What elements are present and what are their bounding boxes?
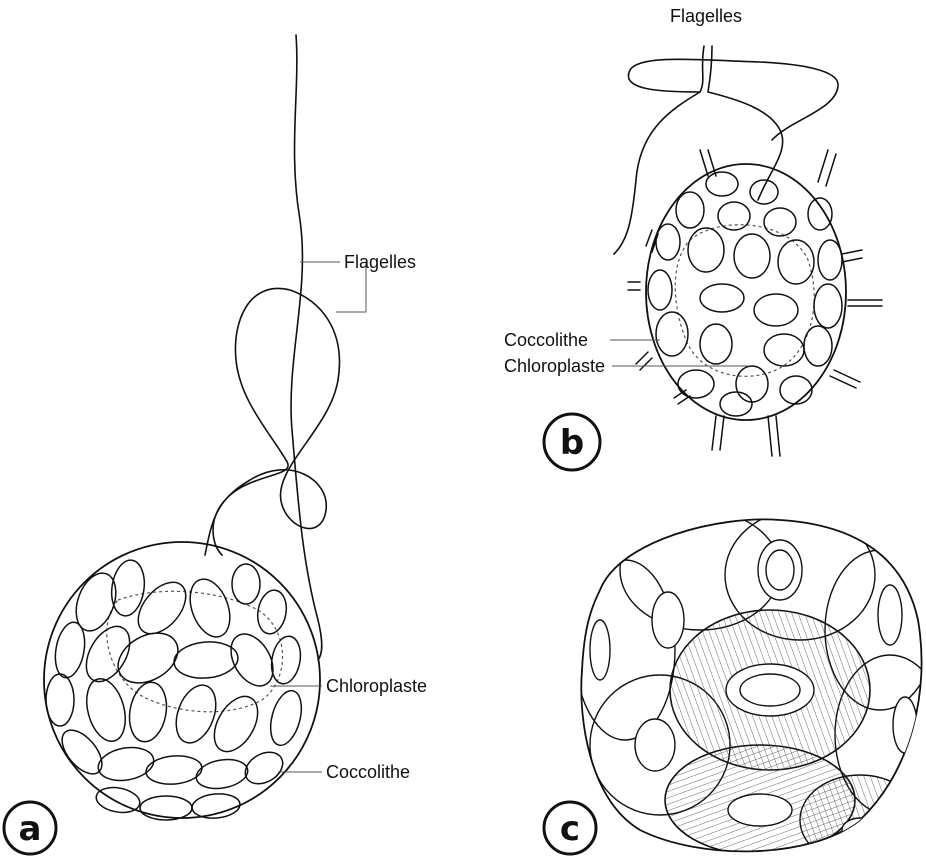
coccolith-plate [720,392,752,416]
coccolith-plate [648,270,672,310]
panel-b-flagellum-2 [708,46,783,200]
coccolith-plate [706,172,738,196]
coccolith-plate [814,284,842,328]
coccolith-plate [656,224,680,260]
coccolith-plate [173,639,240,680]
central-area [652,592,684,648]
coccolith-plate [818,240,842,280]
spine [628,282,640,290]
coccolith-plate [676,192,704,228]
coccolith-plate [700,324,732,364]
panel-a-letter: a [19,809,42,849]
central-area [766,550,794,590]
spine [674,390,690,404]
panel-b-label-chloroplast: Chloroplaste [504,356,605,376]
coccolith-plate [804,326,832,366]
spine [700,150,716,176]
coccolith-plate [194,756,250,793]
central-area [728,794,792,826]
panel-b-label-flagella: Flagelles [670,6,742,26]
coccolith-plate [77,619,138,689]
coccolith-plate [764,208,796,236]
coccolith-plate [750,180,778,204]
panel-a-flagellum-loop [205,288,339,555]
coccolith-plate [205,689,266,759]
spine [830,370,860,388]
coccolith-plate [129,573,195,642]
central-area [842,818,878,842]
spine [842,250,862,262]
coccolith-plate [808,198,832,230]
spine [848,300,882,306]
coccolith-plate [688,228,724,272]
coccolith-plate [240,746,289,790]
coccolith-plate [754,294,798,326]
spine [636,352,652,370]
coccolith-plate [265,687,307,748]
coccolith-plate [700,284,744,312]
coccolith-plate [80,674,131,745]
coccolith-plate [108,558,147,618]
panel-a-label-flagella: Flagelles [344,252,416,272]
panel-a-label-coccolith: Coccolithe [326,762,410,782]
coccolith-plate [778,240,814,284]
coccolith-plate [46,674,74,726]
coccolith-plate [734,234,770,278]
central-area [590,620,610,680]
coccolith-plate [55,723,110,781]
panel-b-coccoliths [648,172,842,416]
panel-b: Flagelles Coccolithe Chloroplaste b [504,6,882,470]
coccolith-plate [254,588,289,636]
central-area [740,674,800,706]
panel-b-flagellum-1 [614,46,704,254]
central-area [893,697,917,753]
coccolith-plate [656,312,688,356]
spine [712,416,724,450]
coccolith-plate [94,784,141,815]
panel-a-label-chloroplast: Chloroplaste [326,676,427,696]
coccolith-plate [780,376,812,404]
coccolith-plate [232,564,260,604]
coccolith-plate [268,634,304,686]
central-area [878,585,902,645]
coccolith-plate [736,366,768,402]
spine [818,150,836,186]
spine [768,416,780,456]
panel-b-cell-body [646,164,846,420]
coccolith-plate [764,334,804,366]
coccolith-plate [183,574,237,643]
panel-a-flagellum-long [291,35,322,660]
central-area [635,719,675,771]
coccolith-plate [96,743,157,784]
panel-b-label-coccolith: Coccolithe [504,330,588,350]
panel-b-letter: b [560,423,584,463]
panel-c: c [544,510,926,859]
panel-c-letter: c [560,809,580,849]
coccolith-plate [222,627,281,693]
panel-a: Flagelles Chloroplaste Coccolithe a [4,35,427,854]
coccolith-plate [678,370,714,398]
panel-a-chloroplast-outline [107,591,283,712]
coccolith-plate [718,202,750,230]
coccolith-plate [191,792,241,820]
panel-b-spine-outlines [628,150,882,456]
panel-a-coccoliths [46,558,307,820]
